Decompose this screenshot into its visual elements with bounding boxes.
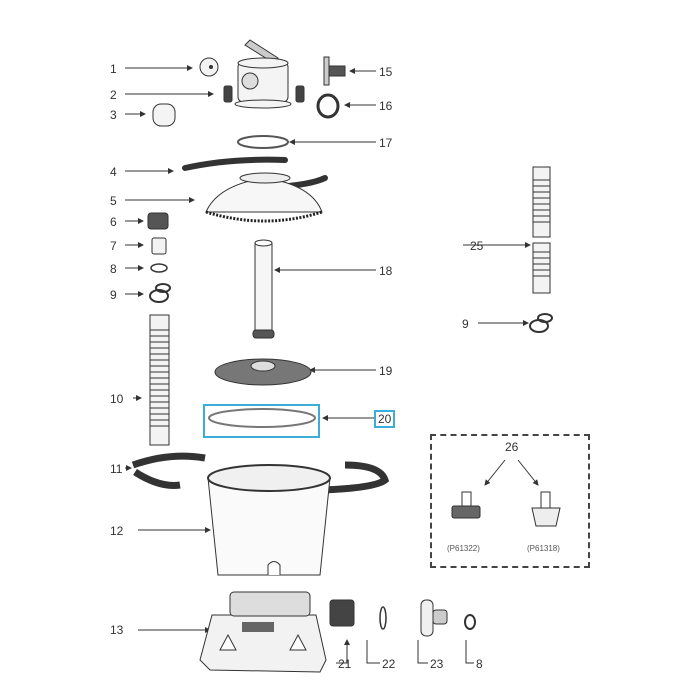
- label-part-9: 9: [110, 288, 117, 302]
- label-part-10: 10: [110, 392, 124, 406]
- label-part-21: 21: [338, 657, 352, 671]
- variant-group-box: [430, 434, 590, 568]
- label-part-22: 22: [382, 657, 396, 671]
- label-part-4: 4: [110, 165, 117, 179]
- variant-code-p61318: (P61318): [527, 544, 560, 553]
- label-part-3: 3: [110, 108, 117, 122]
- label-part-17: 17: [379, 136, 393, 150]
- label-part-25: 25: [470, 239, 484, 253]
- variant-code-p61322: (P61322): [447, 544, 480, 553]
- label-part-18: 18: [379, 264, 393, 278]
- part-20-highlight-box: [203, 404, 320, 438]
- label-part-1: 1: [110, 62, 117, 76]
- label-part-9-right: 9: [462, 317, 469, 331]
- label-part-26: 26: [505, 440, 519, 454]
- label-part-23: 23: [430, 657, 444, 671]
- label-part-5: 5: [110, 194, 117, 208]
- label-part-8-bottom: 8: [476, 657, 483, 671]
- label-part-8: 8: [110, 262, 117, 276]
- label-part-7: 7: [110, 239, 117, 253]
- label-part-19: 19: [379, 364, 393, 378]
- label-part-13: 13: [110, 623, 124, 637]
- label-part-2: 2: [110, 88, 117, 102]
- label-part-16: 16: [379, 99, 393, 113]
- label-part-20-highlighted: 20: [374, 410, 396, 428]
- label-part-12: 12: [110, 524, 124, 538]
- label-part-11: 11: [110, 462, 123, 476]
- label-part-15: 15: [379, 65, 393, 79]
- label-part-6: 6: [110, 215, 117, 229]
